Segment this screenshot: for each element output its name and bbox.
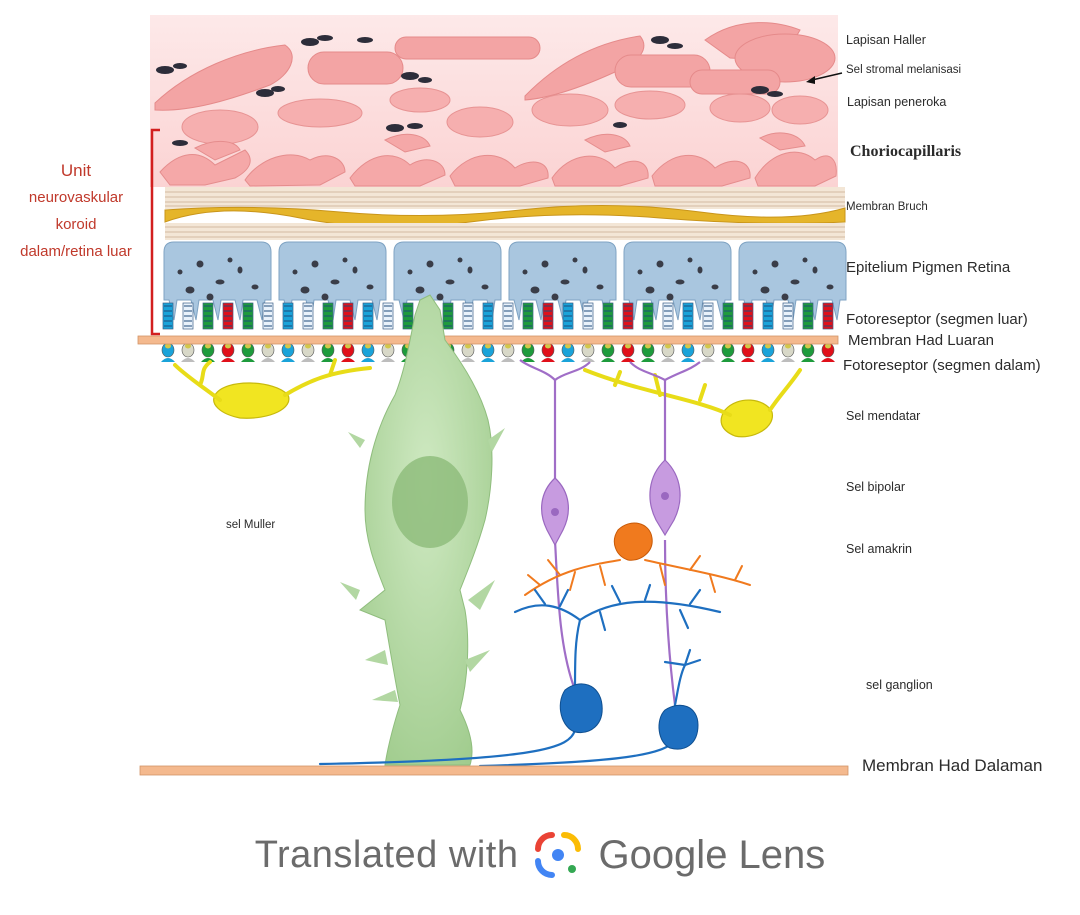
label-horizontal-cell: Sel mendatar [846,409,921,423]
google-lens-icon [535,832,582,878]
label-bipolar-cell: Sel bipolar [846,480,906,494]
haller-vessels [154,22,836,111]
photoreceptor [481,302,495,362]
photoreceptor [801,302,815,362]
retinal-pigment-epithelium [163,241,847,321]
label-photoreceptor-inner-segment: Fotoreseptor (segmen dalam) [843,357,1041,374]
photoreceptor [781,302,795,362]
bruch-membrane [164,187,846,240]
label-amacrine-cell: Sel amakrin [846,542,912,556]
photoreceptor [741,302,755,362]
choriocapillaris-vessels [159,132,837,187]
photoreceptor [461,302,475,362]
muller-cell [340,294,505,766]
photoreceptor [521,302,535,362]
photoreceptor [561,302,575,362]
rpe-cell [278,241,387,321]
sattler-vessels [181,87,829,145]
label-choriocapillaris: Choriocapillaris [850,143,962,160]
stromal-pointer-arrow [806,72,843,84]
label-outer-limiting-membrane: Membran Had Luaran [848,332,994,349]
photoreceptor [241,302,255,362]
photoreceptor [381,302,395,362]
rpe-cell [393,241,502,321]
label-ganglion-cell: sel ganglion [866,678,933,692]
unit-line-choroid: koroid [55,216,97,233]
photoreceptor [281,302,295,362]
translated-with-google-lens-footer: Translated with Google Lens [0,820,1080,890]
photoreceptor [221,302,235,362]
photoreceptor [261,302,275,362]
translated-with-text: Translated with [254,833,519,876]
unit-bracket [150,128,160,336]
photoreceptor [301,302,315,362]
photoreceptor [341,302,355,362]
horizontal-cells [173,358,802,438]
photoreceptor [501,302,515,362]
inner-limiting-membrane [139,765,849,776]
photoreceptor [581,302,595,362]
photoreceptor [681,302,695,362]
photoreceptor [641,302,655,362]
label-retinal-pigment-epithelium: Epitelium Pigmen Retina [846,259,1011,276]
photoreceptor [161,302,175,362]
ganglion-cells [318,583,722,768]
photoreceptor [321,302,335,362]
unit-line-inner-outer-retina: dalam/retina luar [20,243,132,260]
photoreceptor [721,302,735,362]
label-photoreceptor-outer-segment: Fotoreseptor (segmen luar) [846,311,1028,328]
melanized-stromal-cells [156,35,783,146]
choroid-layer [150,15,838,187]
photoreceptor [361,302,375,362]
amacrine-cell [524,522,751,596]
photoreceptor [621,302,635,362]
outer-limiting-membrane [137,335,839,345]
google-lens-text: Google Lens [598,832,826,877]
label-bruch-membrane: Membran Bruch [846,201,928,213]
label-haller-layer: Lapisan Haller [846,33,926,47]
unit-line-neurovascular: neurovaskular [28,189,124,206]
bipolar-cells [519,359,701,706]
photoreceptor [761,302,775,362]
label-sattler-layer: Lapisan peneroka [847,95,947,109]
rpe-cell [508,241,617,321]
label-muller-cell: sel Muller [226,519,276,531]
photoreceptor [661,302,675,362]
photoreceptor [201,302,215,362]
photoreceptor [541,302,555,362]
photoreceptor [701,302,715,362]
rpe-cell [163,241,272,321]
muller-nucleus [392,456,468,548]
photoreceptor [821,302,835,362]
unit-title: Unit [60,161,92,180]
photoreceptor [181,302,195,362]
rpe-cell [623,241,732,321]
label-melanized-stromal-cell: Sel stromal melanisasi [846,64,962,76]
label-inner-limiting-membrane: Membran Had Dalaman [862,756,1043,775]
photoreceptor [601,302,615,362]
